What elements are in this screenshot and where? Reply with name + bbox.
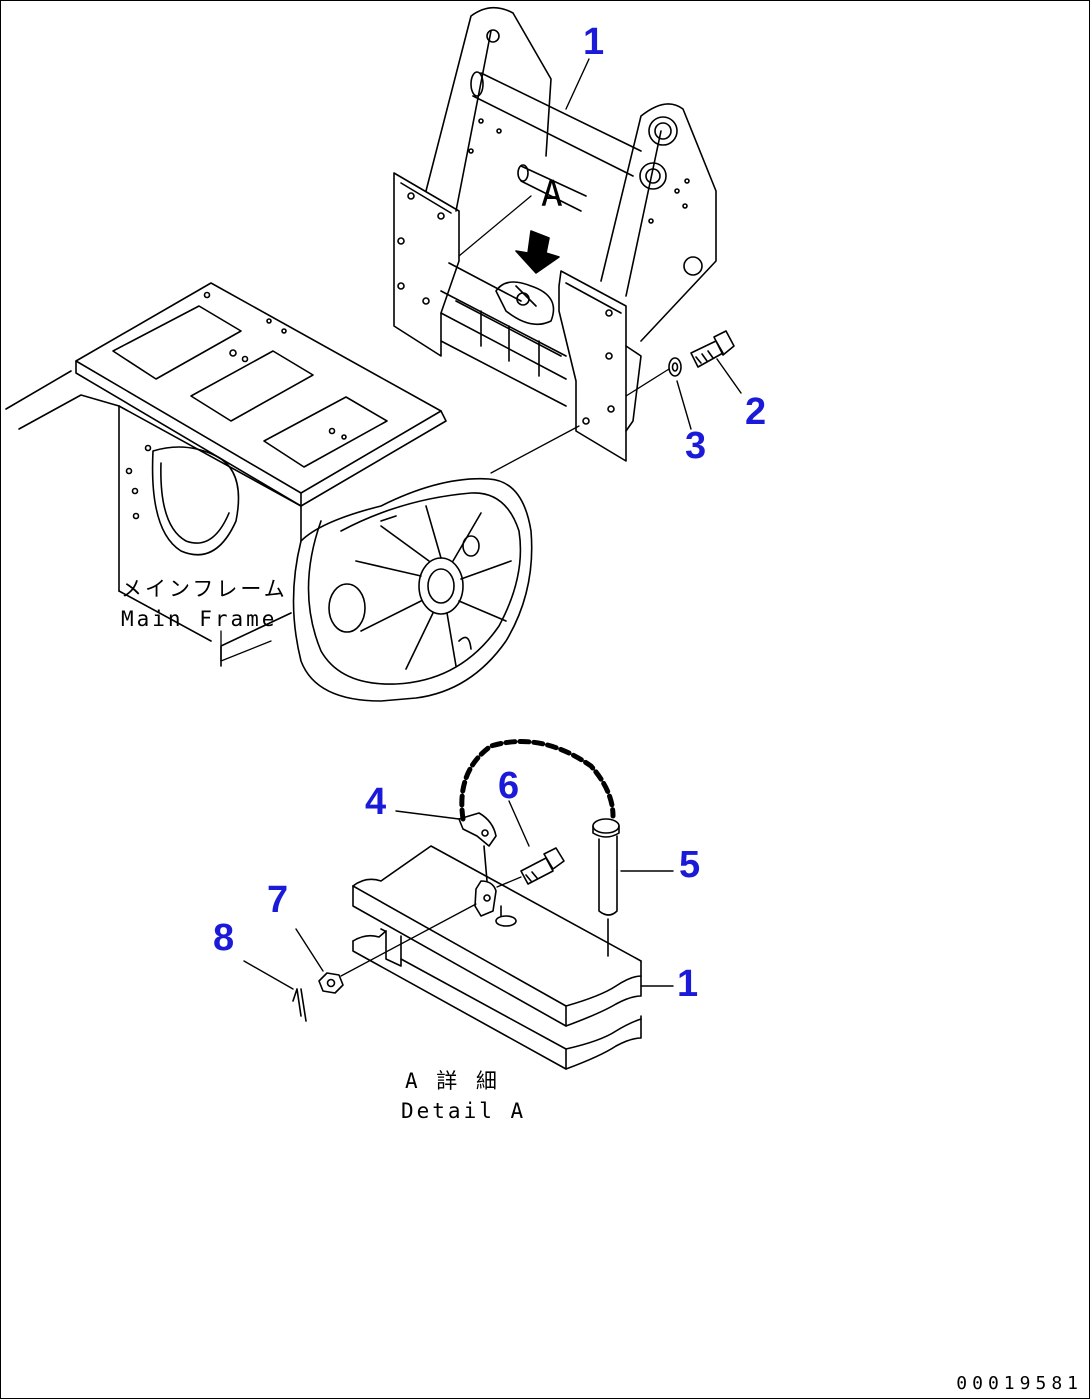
callout-8-cotter-pin: 8: [213, 917, 235, 959]
bolt-part-2: [691, 331, 734, 367]
main-frame: [6, 283, 532, 701]
main-frame-label-en: Main Frame: [121, 607, 278, 631]
callout-4-holder: 4: [365, 781, 387, 823]
callout-leaders-top: [566, 59, 741, 429]
callout-7-nut: 7: [267, 879, 289, 921]
callout-1-bracket: 1: [583, 21, 605, 63]
callout-6-bolt: 6: [498, 765, 520, 807]
document-number: 00019581: [956, 1373, 1083, 1394]
detail-a-label-jp: A 詳 細: [405, 1069, 500, 1093]
callout-1-detail: 1: [677, 963, 699, 1005]
bracket-part-1: [394, 8, 716, 461]
main-frame-leader: [221, 631, 271, 661]
callout-2-bolt: 2: [745, 391, 767, 433]
washer-part-3: [669, 358, 681, 376]
view-arrow-a: [516, 231, 559, 273]
callout-3-washer: 3: [685, 425, 707, 467]
view-marker-a: A: [541, 174, 563, 215]
main-frame-label-jp: メインフレーム: [121, 577, 288, 601]
callout-5-pin: 5: [679, 844, 701, 886]
detail-a-label-en: Detail A: [401, 1099, 527, 1123]
detail-a-view: [293, 742, 641, 1070]
callout-leaders-detail: [244, 801, 673, 989]
assembly-lines: [459, 196, 669, 473]
